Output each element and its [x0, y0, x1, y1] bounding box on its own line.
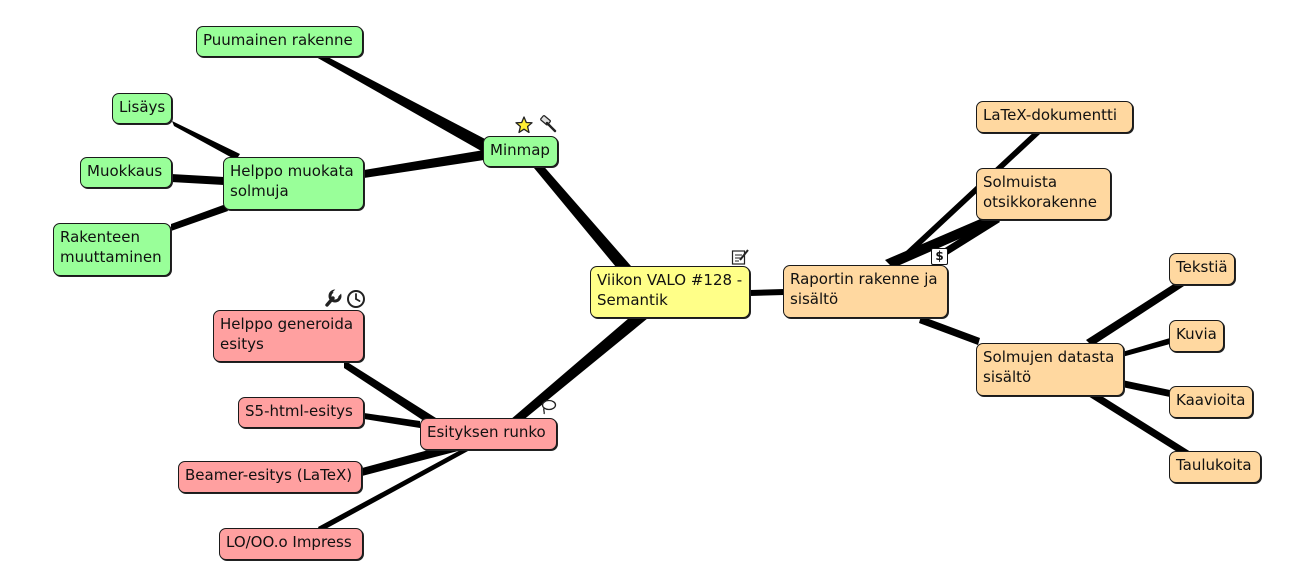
- node-beamer-esitys[interactable]: Beamer-esitys (LaTeX): [178, 461, 362, 493]
- hammer-icon: [540, 115, 557, 133]
- dollar-glyph: $: [935, 249, 944, 263]
- link-raportti-datasta: [919, 316, 980, 345]
- link-minmap-helppo: [364, 150, 484, 178]
- link-esitys-beamer: [362, 442, 462, 476]
- node-solmujen-datasta[interactable]: Solmujen datasta sisältö: [976, 343, 1124, 396]
- node-helppo-generoida[interactable]: Helppo generoida esitys: [213, 310, 364, 362]
- node-solmuista-otsikkorakenne[interactable]: Solmuista otsikkorakenne: [976, 168, 1111, 220]
- link-esitys-s5: [364, 413, 420, 428]
- node-helppo-muokata[interactable]: Helppo muokata solmuja: [223, 157, 364, 210]
- node-raportin-rakenne[interactable]: Raportin rakenne ja sisältö: [783, 265, 948, 318]
- star-icon: [515, 116, 533, 134]
- edit-note-icon: [731, 249, 749, 265]
- link-data-kaavioita: [1122, 380, 1170, 397]
- link-esitys-generoida: [344, 360, 436, 425]
- dollar-icon: $: [931, 248, 948, 265]
- clock-icon: [347, 290, 365, 308]
- node-muokkaus[interactable]: Muokkaus: [80, 157, 172, 188]
- node-center[interactable]: Viikon VALO #128 - Semantik: [590, 266, 750, 318]
- link-helppo-lisays: [172, 121, 240, 160]
- node-lo-oo-impress[interactable]: LO/OO.o Impress: [219, 528, 363, 560]
- link-raportti-solmuista-2: [932, 216, 1000, 262]
- wrench-icon: [325, 289, 342, 307]
- node-taulukoita[interactable]: Taulukoita: [1169, 451, 1261, 483]
- link-raportti-latex: [890, 130, 1040, 270]
- link-center-raportti: [750, 289, 784, 296]
- link-helppo-rakenteen: [171, 204, 228, 231]
- link-esitys-loo: [318, 447, 468, 532]
- link-data-kuvia: [1122, 338, 1170, 357]
- node-rakenteen-muuttaminen[interactable]: Rakenteen muuttaminen: [53, 223, 171, 276]
- node-esityksen-runko[interactable]: Esityksen runko: [420, 418, 557, 450]
- link-data-taulukoita: [1088, 390, 1194, 460]
- node-lisays[interactable]: Lisäys: [112, 93, 172, 124]
- link-center-esitys: [510, 312, 648, 426]
- link-data-tekstia: [1086, 280, 1184, 346]
- node-tekstia[interactable]: Tekstiä: [1169, 253, 1235, 285]
- lasso-icon: [541, 399, 557, 415]
- node-minmap[interactable]: Minmap: [483, 136, 558, 167]
- link-raportti-solmuista: [885, 214, 998, 268]
- link-helppo-muokkaus: [171, 174, 224, 185]
- link-center-minmap: [534, 162, 652, 296]
- node-kuvia[interactable]: Kuvia: [1169, 320, 1224, 352]
- link-minmap-puumainen: [316, 54, 487, 152]
- node-puumainen-rakenne[interactable]: Puumainen rakenne: [196, 26, 363, 57]
- node-kaavioita[interactable]: Kaavioita: [1169, 386, 1253, 418]
- node-latex-dokumentti[interactable]: LaTeX-dokumentti: [976, 101, 1133, 133]
- node-s5-html-esitys[interactable]: S5-html-esitys: [238, 397, 364, 428]
